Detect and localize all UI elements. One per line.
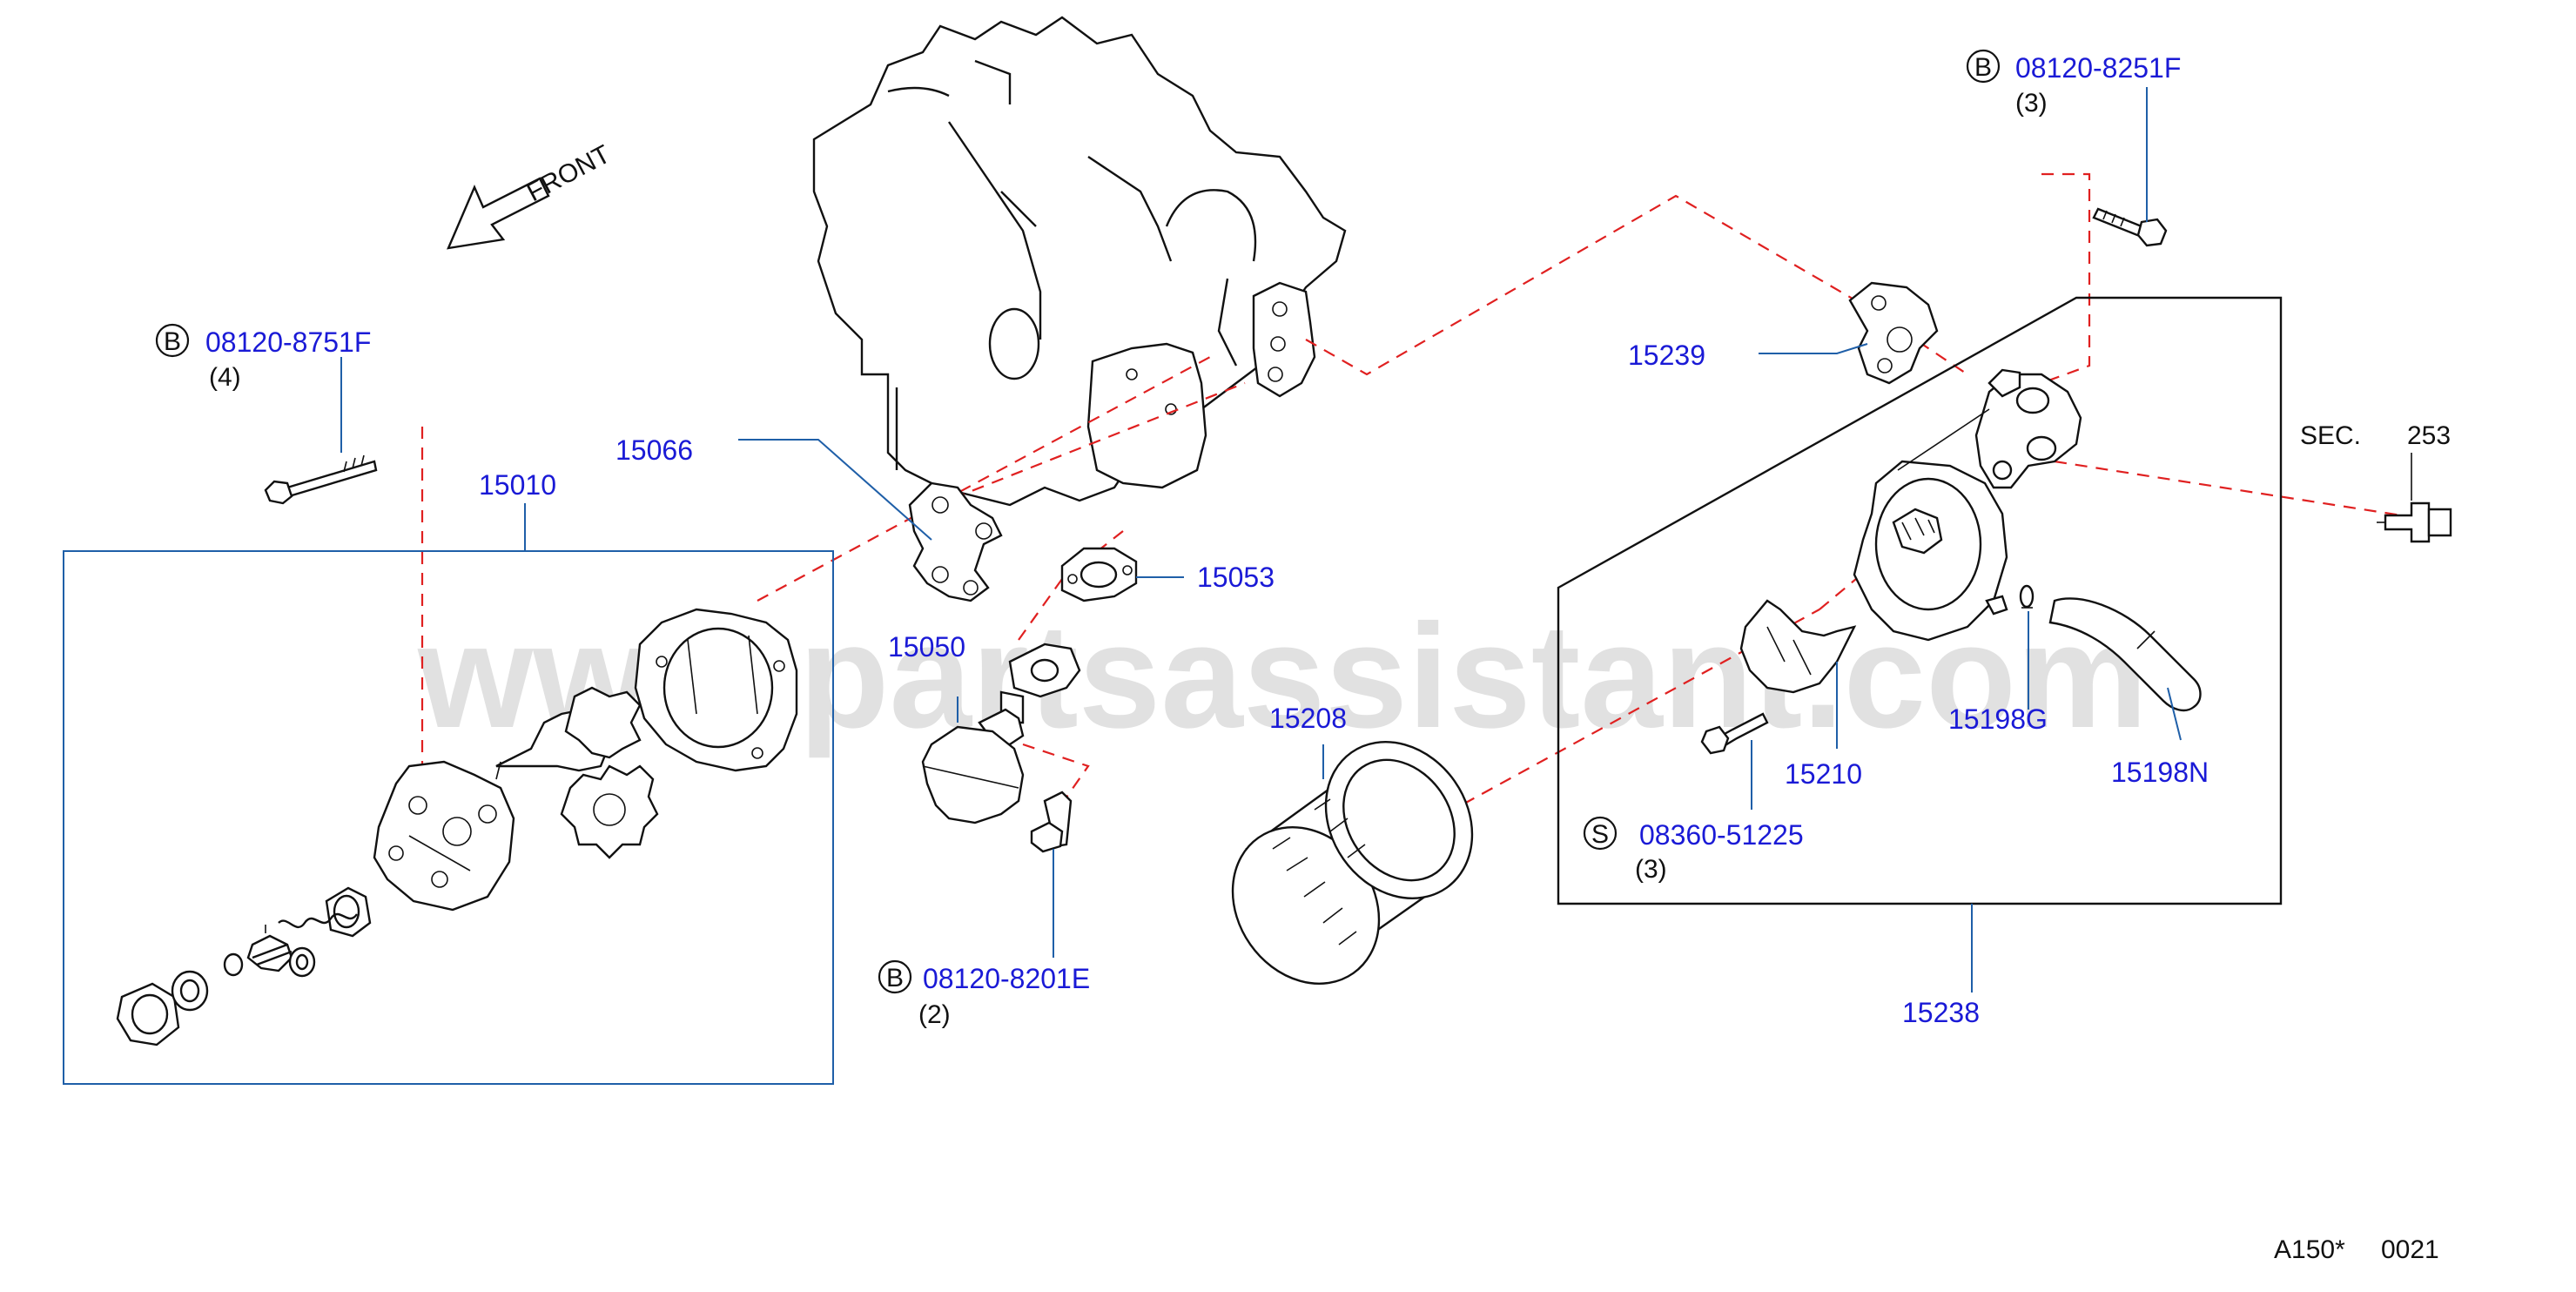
badge-letter-b2: B — [886, 964, 904, 993]
part-label-15208[interactable]: 15208 — [1269, 703, 1347, 734]
sensor-sec-253 — [2377, 453, 2452, 543]
part-label-15010[interactable]: 15010 — [479, 469, 556, 501]
oil-pump-parts — [116, 454, 798, 1046]
badge-b-8201e — [878, 959, 912, 994]
diagram-code-left: A150* — [2274, 1235, 2345, 1264]
part-label-08120-8201e[interactable]: 08120-8201E — [923, 963, 1090, 994]
badge-letter-s1: S — [1591, 820, 1609, 849]
badge-b-8751f — [155, 323, 190, 358]
part-label-08120-8251f[interactable]: 08120-8251F — [2015, 52, 2181, 84]
leader-15066 — [738, 439, 932, 541]
bolt-08120-8251f — [2092, 207, 2168, 247]
diagram-code-right: 0021 — [2381, 1235, 2439, 1264]
part-label-08360-51225[interactable]: 08360-51225 — [1639, 819, 1804, 851]
part-label-08120-8751f[interactable]: 08120-8751F — [205, 326, 371, 358]
badge-s-51225 — [1583, 816, 1618, 851]
gasket-15066 — [908, 481, 1003, 602]
part-label-15239[interactable]: 15239 — [1628, 340, 1705, 371]
qty-08120-8251f: (3) — [2015, 89, 2048, 118]
front-label: FRONT — [522, 140, 615, 208]
sec-number[interactable]: 253 — [2407, 421, 2451, 450]
front-arrow: FRONT — [447, 140, 615, 250]
group-box-15010 — [63, 550, 834, 1085]
qty-08120-8201e: (2) — [918, 1000, 951, 1029]
oil-cooler-assembly — [1700, 368, 2202, 755]
sec-label: SEC. — [2300, 421, 2361, 450]
oil-filter-15208 — [1231, 741, 1474, 985]
qty-08120-8751f: (4) — [209, 363, 241, 392]
engine-block-drawing — [812, 16, 1347, 507]
qty-08360-51225: (3) — [1635, 855, 1667, 884]
part-label-15050[interactable]: 15050 — [888, 631, 965, 663]
part-label-15053[interactable]: 15053 — [1197, 562, 1275, 593]
group-box-15238 — [1557, 296, 2283, 905]
gasket-15053 — [1060, 547, 1138, 602]
gasket-15239 — [1848, 281, 1939, 385]
leader-15239 — [1759, 343, 1868, 354]
part-label-15198g[interactable]: 15198G — [1948, 703, 2048, 735]
leader-15198n — [2167, 687, 2182, 741]
part-label-15066[interactable]: 15066 — [615, 434, 693, 466]
strainer-15050 — [921, 643, 1081, 853]
badge-b-8251f — [1966, 49, 2001, 84]
part-label-15238[interactable]: 15238 — [1902, 997, 1980, 1028]
part-label-15198n[interactable]: 15198N — [2111, 757, 2209, 788]
part-label-15210[interactable]: 15210 — [1785, 758, 1862, 790]
badge-letter-b1: B — [164, 327, 181, 356]
badge-letter-b3: B — [1974, 53, 1992, 82]
